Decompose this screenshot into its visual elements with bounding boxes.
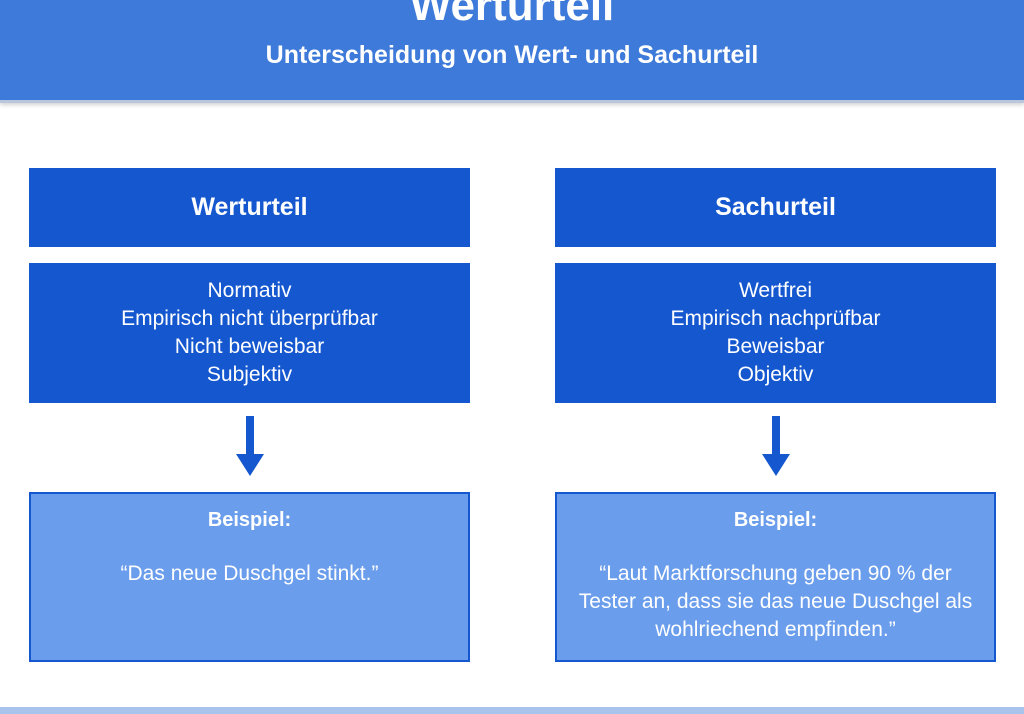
property-item: Wertfrei bbox=[738, 279, 813, 302]
example-label: Beispiel: bbox=[733, 509, 818, 531]
property-item: Objektiv bbox=[737, 363, 814, 386]
box-title-sachurteil: Sachurteil bbox=[555, 168, 996, 247]
arrow-down-icon bbox=[762, 416, 790, 476]
page-subtitle: Unterscheidung von Wert- und Sachurteil bbox=[265, 41, 759, 69]
example-text: “Laut Marktforschung geben 90 % der Test… bbox=[578, 562, 973, 641]
property-item: Empirisch nachprüfbar bbox=[670, 307, 881, 330]
page-title: Werturteil bbox=[409, 0, 615, 30]
example-box-sachurteil: Beispiel: “Laut Marktforschung geben 90 … bbox=[555, 492, 996, 662]
properties-box-werturteil: Normativ Empirisch nicht überprüfbar Nic… bbox=[29, 263, 470, 403]
footer-divider bbox=[0, 707, 1024, 714]
header-banner: Werturteil Unterscheidung von Wert- und … bbox=[0, 0, 1024, 103]
example-box-werturteil: Beispiel: “Das neue Duschgel stinkt.” bbox=[29, 492, 470, 662]
property-item: Empirisch nicht überprüfbar bbox=[121, 307, 378, 330]
box-title-werturteil: Werturteil bbox=[29, 168, 470, 247]
property-item: Nicht beweisbar bbox=[174, 335, 325, 358]
properties-box-sachurteil: Wertfrei Empirisch nachprüfbar Beweisbar… bbox=[555, 263, 996, 403]
property-item: Normativ bbox=[207, 279, 292, 302]
example-text: “Das neue Duschgel stinkt.” bbox=[120, 562, 379, 585]
arrow-down-icon bbox=[236, 416, 264, 476]
property-item: Beweisbar bbox=[726, 335, 825, 358]
property-item: Subjektiv bbox=[206, 363, 293, 386]
example-label: Beispiel: bbox=[207, 509, 292, 531]
